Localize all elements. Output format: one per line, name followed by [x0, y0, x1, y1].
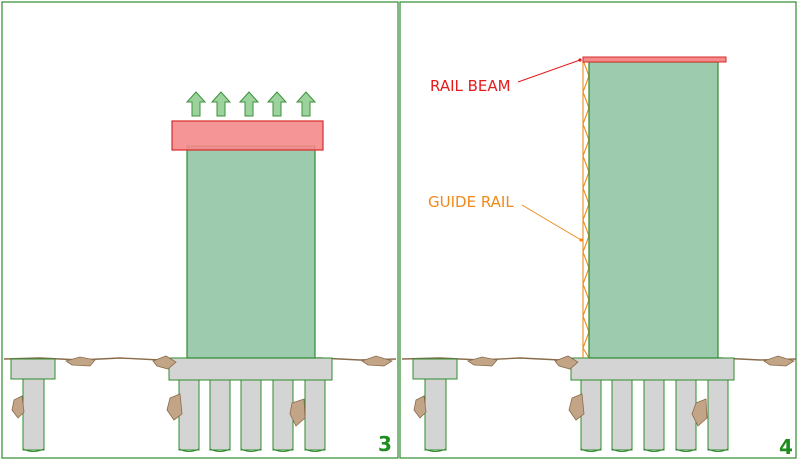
building-block	[588, 61, 719, 359]
up-arrow-icon	[185, 91, 207, 117]
pile-cap	[168, 357, 333, 381]
left-pile	[10, 358, 56, 452]
guide-rail-leader	[521, 204, 582, 241]
panel-3: 3	[3, 91, 397, 456]
up-arrow-icon	[295, 91, 317, 117]
panel-3-frame	[1, 1, 399, 459]
step-number-3: 3	[378, 432, 392, 456]
left-pile	[412, 358, 458, 452]
step-number-4: 4	[779, 435, 793, 459]
guide-rail	[582, 59, 590, 359]
rail-beam	[582, 56, 727, 63]
panel-4: RAIL BEAM GUIDE RAIL 4	[401, 56, 797, 459]
up-arrow-icon	[210, 91, 232, 117]
guide-rail-leader-dot	[579, 238, 583, 242]
lift-arrows	[185, 91, 317, 117]
main-piles	[580, 379, 729, 452]
up-arrow-icon	[238, 91, 260, 117]
rail-beam-leader-dot	[578, 58, 582, 62]
guide-rail-label: GUIDE RAIL	[428, 193, 514, 211]
building-block	[186, 145, 316, 359]
up-arrow-icon	[266, 91, 288, 117]
rocks	[413, 355, 795, 427]
rocks	[11, 355, 393, 427]
rail-beam-leader	[517, 59, 581, 83]
rail-beam-label: RAIL BEAM	[430, 77, 511, 95]
panel-4-frame	[399, 1, 797, 459]
pile-cap	[570, 357, 735, 381]
rail-beam	[171, 120, 324, 151]
